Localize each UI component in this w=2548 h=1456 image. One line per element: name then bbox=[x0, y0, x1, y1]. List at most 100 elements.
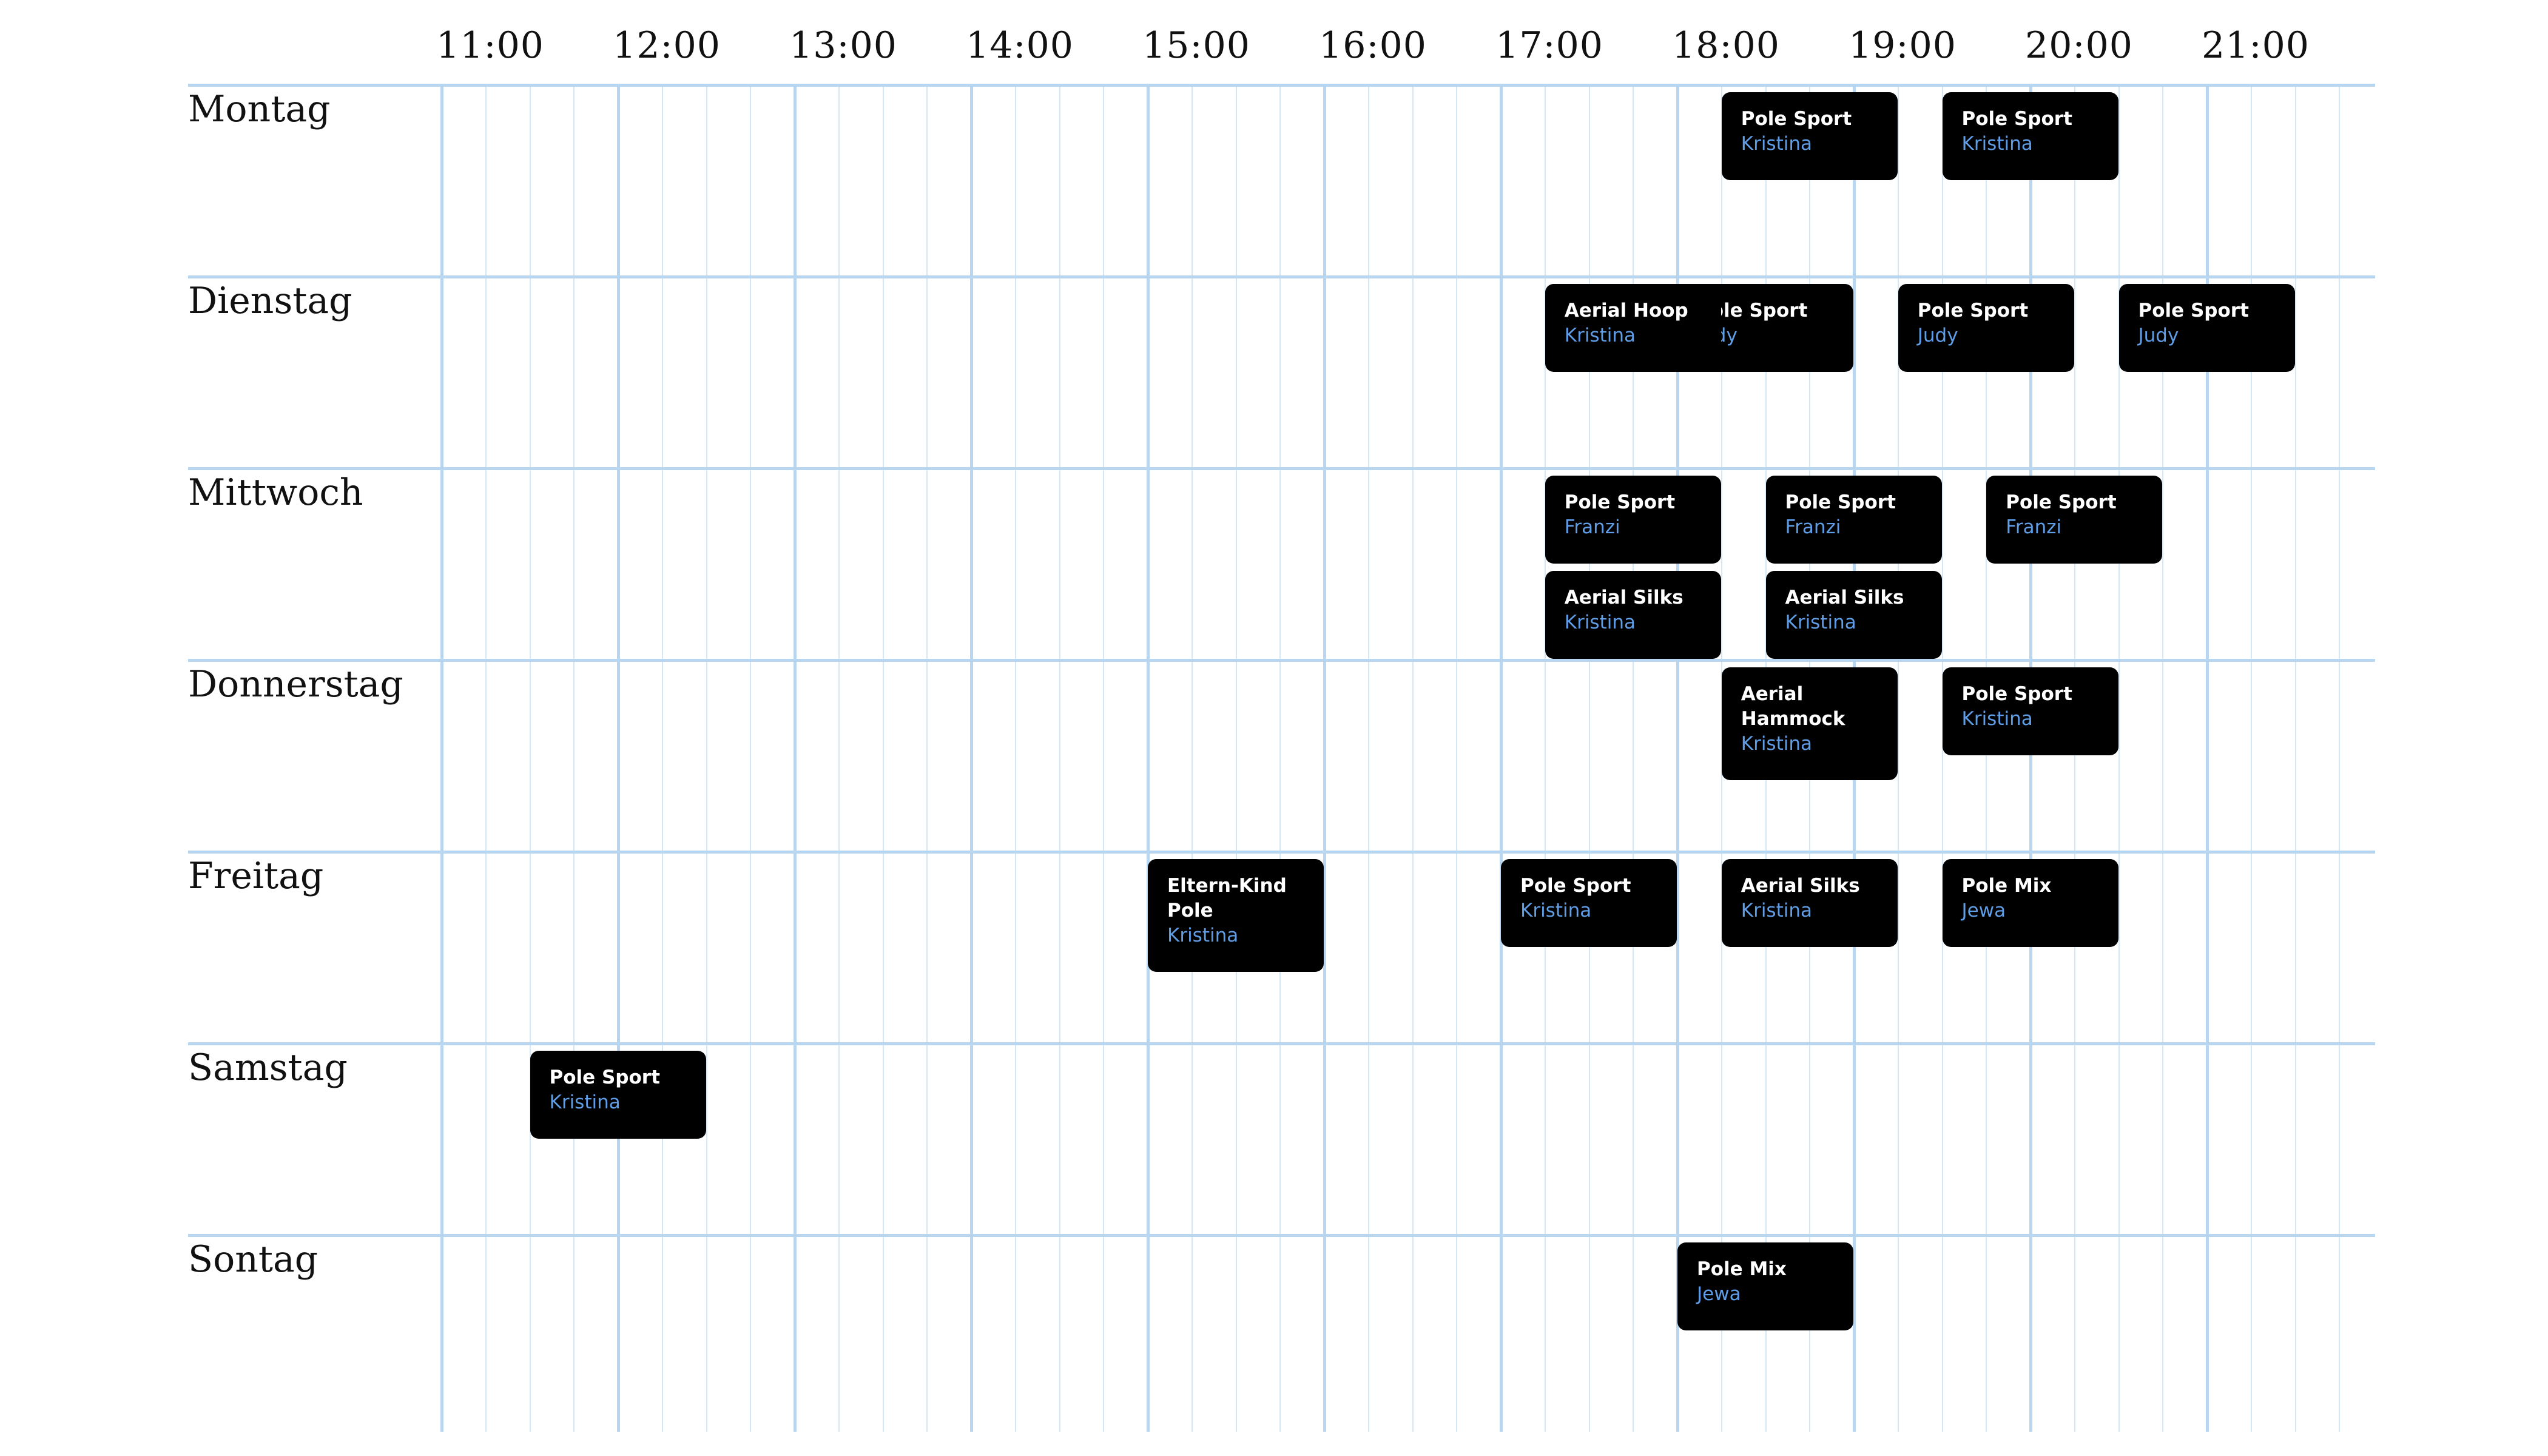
class-teacher: Kristina bbox=[1520, 900, 1592, 922]
time-label-12-00: 12:00 bbox=[613, 24, 721, 67]
quarter-grid-line bbox=[1059, 85, 1060, 1432]
class-teacher: Kristina bbox=[1961, 708, 2033, 730]
quarter-grid-line bbox=[882, 85, 884, 1432]
time-label-11-00: 11:00 bbox=[436, 24, 544, 67]
quarter-grid-line bbox=[485, 85, 487, 1432]
class-title: Aerial Silks bbox=[1564, 587, 1684, 608]
hour-grid-line bbox=[1147, 85, 1150, 1432]
class-teacher: Kristina bbox=[1961, 133, 2033, 155]
quarter-grid-line bbox=[1235, 85, 1237, 1432]
time-label-14-00: 14:00 bbox=[966, 24, 1074, 67]
class-title: Aerial Hoop bbox=[1564, 300, 1688, 322]
quarter-grid-line bbox=[1986, 85, 1987, 1432]
time-label-18-00: 18:00 bbox=[1672, 24, 1780, 67]
day-label-dienstag: Dienstag bbox=[188, 280, 352, 322]
class-teacher: Franzi bbox=[2006, 516, 2062, 538]
quarter-grid-line bbox=[1191, 85, 1193, 1432]
quarter-grid-line bbox=[529, 85, 531, 1432]
quarter-grid-line bbox=[2118, 85, 2120, 1432]
time-label-17-00: 17:00 bbox=[1495, 24, 1603, 67]
class-title: Aerial Hammock bbox=[1741, 683, 1845, 730]
class-title: Pole Sport bbox=[1917, 300, 2029, 322]
day-separator-line bbox=[188, 659, 2375, 662]
quarter-grid-line bbox=[2339, 85, 2341, 1432]
class-title: Pole Sport bbox=[1520, 875, 1631, 897]
day-separator-line bbox=[188, 84, 2375, 87]
quarter-grid-line bbox=[2074, 85, 2075, 1432]
time-label-13-00: 13:00 bbox=[789, 24, 897, 67]
quarter-grid-line bbox=[1014, 85, 1016, 1432]
day-separator-line bbox=[188, 1042, 2375, 1045]
day-separator-line bbox=[188, 467, 2375, 470]
class-title: Pole Mix bbox=[1961, 875, 2052, 897]
day-separator-line bbox=[188, 851, 2375, 854]
hour-grid-line bbox=[1323, 85, 1326, 1432]
class-teacher: Judy bbox=[2138, 325, 2179, 346]
class-teacher: Jewa bbox=[1697, 1283, 1741, 1305]
quarter-grid-line bbox=[2162, 85, 2164, 1432]
hour-grid-line bbox=[440, 85, 443, 1432]
quarter-grid-line bbox=[750, 85, 752, 1432]
hour-grid-line bbox=[2029, 85, 2032, 1432]
hour-grid-line bbox=[2206, 85, 2209, 1432]
time-label-15-00: 15:00 bbox=[1142, 24, 1250, 67]
quarter-grid-line bbox=[1897, 85, 1899, 1432]
hour-grid-line bbox=[1676, 85, 1679, 1432]
class-title: Aerial Silks bbox=[1741, 875, 1860, 897]
class-teacher: Kristina bbox=[1167, 925, 1239, 946]
day-separator-line bbox=[188, 1234, 2375, 1237]
day-separator-line bbox=[188, 275, 2375, 278]
day-label-mittwoch: Mittwoch bbox=[188, 471, 363, 514]
class-title: Pole Sport bbox=[2138, 300, 2249, 322]
quarter-grid-line bbox=[1544, 85, 1546, 1432]
class-title: Pole Sport bbox=[1961, 108, 2072, 130]
class-teacher: Kristina bbox=[549, 1091, 621, 1113]
day-label-donnerstag: Donnerstag bbox=[188, 663, 403, 706]
class-title: Pole Sport bbox=[549, 1067, 660, 1088]
hour-grid-line bbox=[794, 85, 797, 1432]
class-title: Aerial Silks bbox=[1785, 587, 1904, 608]
class-title: Pole Sport bbox=[1961, 683, 2072, 705]
day-label-sontag: Sontag bbox=[188, 1238, 318, 1281]
time-label-19-00: 19:00 bbox=[1849, 24, 1956, 67]
quarter-grid-line bbox=[926, 85, 928, 1432]
class-teacher: Kristina bbox=[1741, 733, 1812, 755]
class-teacher: Kristina bbox=[1741, 133, 1812, 155]
quarter-grid-line bbox=[706, 85, 707, 1432]
quarter-grid-line bbox=[1633, 85, 1634, 1432]
class-teacher: Kristina bbox=[1564, 612, 1636, 633]
quarter-grid-line bbox=[2294, 85, 2296, 1432]
hour-grid-line bbox=[617, 85, 620, 1432]
class-teacher: Kristina bbox=[1785, 612, 1856, 633]
quarter-grid-line bbox=[2250, 85, 2252, 1432]
class-teacher: Franzi bbox=[1564, 516, 1620, 538]
quarter-grid-line bbox=[573, 85, 575, 1432]
quarter-grid-line bbox=[1941, 85, 1943, 1432]
quarter-grid-line bbox=[1103, 85, 1105, 1432]
day-label-montag: Montag bbox=[188, 88, 331, 130]
class-title: Eltern-Kind Pole bbox=[1167, 875, 1287, 922]
quarter-grid-line bbox=[1367, 85, 1369, 1432]
quarter-grid-line bbox=[1456, 85, 1458, 1432]
quarter-grid-line bbox=[1279, 85, 1281, 1432]
hour-grid-line bbox=[970, 85, 973, 1432]
class-title: Pole Sport bbox=[1785, 491, 1896, 513]
